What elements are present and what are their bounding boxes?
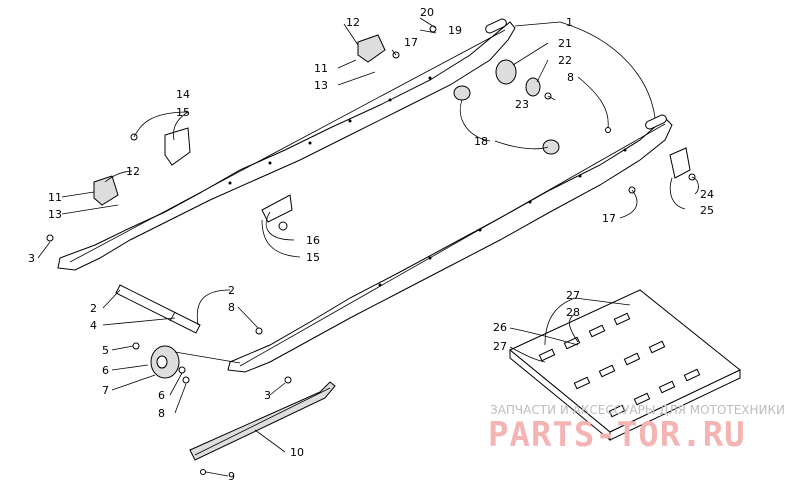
label-14: 14: [176, 88, 190, 101]
label-2b: 2: [228, 284, 235, 297]
label-6a: 6: [102, 364, 109, 377]
bushing-21: [495, 59, 517, 85]
label-8c: 8: [158, 407, 165, 420]
label-17a: 17: [404, 36, 418, 49]
bushing-22: [525, 77, 541, 97]
plate-center: [261, 194, 293, 223]
label-17b: 17: [602, 212, 616, 225]
label-21: 21: [558, 37, 572, 50]
label-22: 22: [558, 54, 572, 67]
wheel: [150, 345, 180, 379]
cross-shaft: [115, 284, 201, 334]
label-6b: 6: [158, 389, 165, 402]
slide: [189, 381, 336, 461]
plate-14: [164, 127, 191, 166]
label-5: 5: [102, 344, 109, 357]
bushing-18-lower: [542, 139, 560, 155]
bushing-18-top: [453, 85, 471, 101]
label-9: 9: [228, 470, 235, 483]
label-11b: 11: [48, 191, 62, 204]
label-12a: 12: [346, 16, 360, 29]
upper-rail: [57, 18, 516, 271]
label-4: 4: [90, 319, 97, 332]
label-26: 26: [493, 321, 507, 334]
label-24: 24: [700, 188, 714, 201]
upper-rail-holes: [228, 76, 432, 185]
label-18: 18: [474, 135, 488, 148]
label-23: 23: [515, 98, 529, 111]
plate-24: [669, 147, 691, 179]
label-15a: 15: [176, 106, 190, 119]
label-28: 28: [566, 306, 580, 319]
bracket-left: [93, 175, 119, 206]
label-11a: 11: [314, 62, 328, 75]
label-15b: 15: [306, 251, 320, 264]
label-25: 25: [700, 204, 714, 217]
label-27a: 27: [566, 289, 580, 302]
label-20: 20: [420, 6, 434, 19]
label-1: 1: [566, 16, 573, 29]
label-2a: 2: [90, 302, 97, 315]
label-3a: 3: [28, 252, 35, 265]
track-lugs: [538, 312, 701, 418]
label-12b: 12: [126, 165, 140, 178]
track-section: [509, 289, 741, 442]
label-8b: 8: [228, 301, 235, 314]
label-13b: 13: [48, 208, 62, 221]
watermark: ЗАПЧАСТИ И АКСЕССУАРЫ ДЛЯ МОТОТЕХНИКИ PA…: [488, 403, 785, 455]
label-27b: 27: [493, 340, 507, 353]
label-10: 10: [290, 446, 304, 459]
callout-labels: 1 2 2 3 3 4 5 6 6 7 8 8 8 9 10 11 11 12 …: [28, 6, 714, 483]
label-7: 7: [102, 384, 109, 397]
lower-rail: [227, 114, 673, 373]
label-8a: 8: [567, 71, 574, 84]
watermark-tagline: ЗАПЧАСТИ И АКСЕССУАРЫ ДЛЯ МОТОТЕХНИКИ: [490, 403, 785, 417]
bracket-top: [357, 34, 386, 63]
hardware: [46, 25, 696, 475]
label-13a: 13: [314, 79, 328, 92]
label-16: 16: [306, 234, 320, 247]
label-3b: 3: [264, 389, 271, 402]
leader-lines: [37, 17, 699, 477]
watermark-logo: PARTS-TOR.RU: [488, 415, 746, 455]
label-19: 19: [448, 24, 462, 37]
lower-rail-holes: [378, 148, 627, 287]
